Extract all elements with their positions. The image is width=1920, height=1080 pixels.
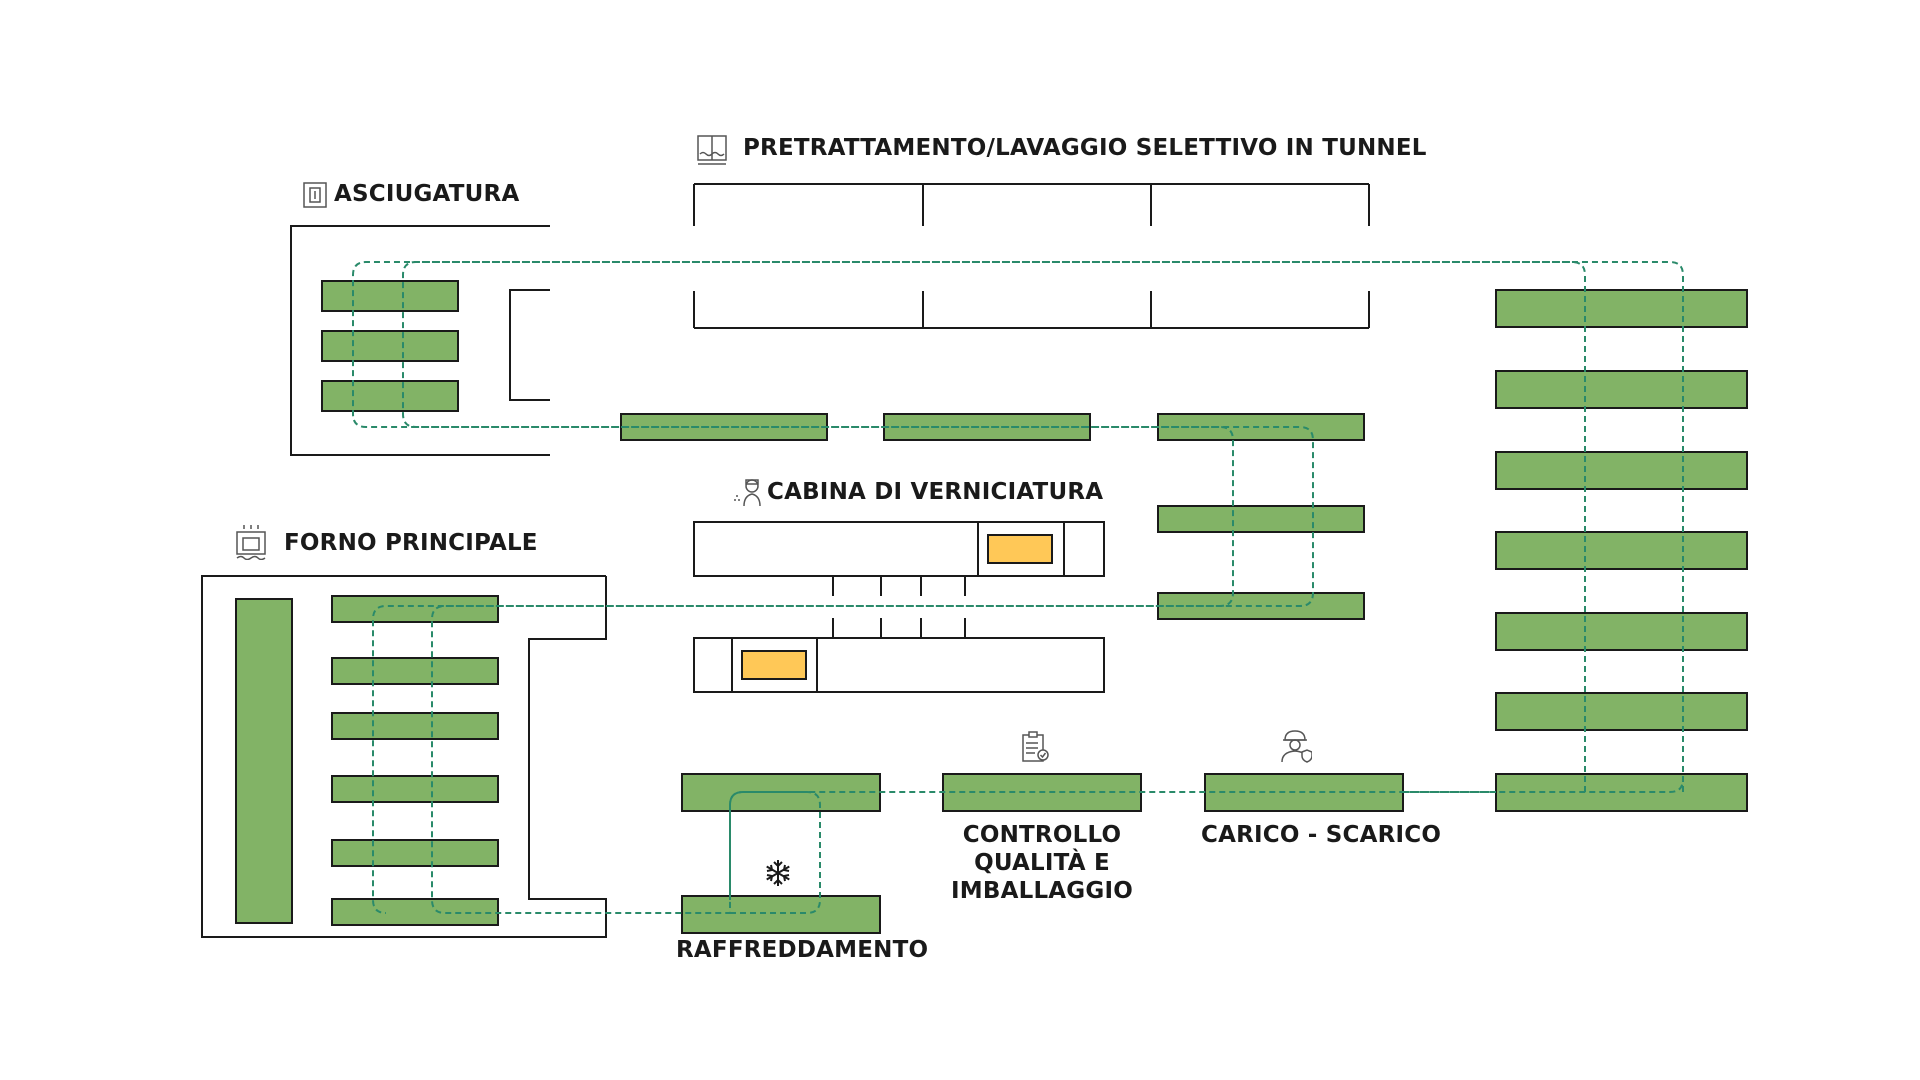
quality-control-label: CONTROLLO QUALITÀ E IMBALLAGGIO — [940, 821, 1144, 905]
conveyor-segment — [235, 598, 293, 924]
conveyor-segment — [331, 657, 499, 685]
cooling-label: RAFFREDDAMENTO — [676, 937, 929, 963]
conveyor-segment — [331, 775, 499, 803]
conveyor-segment — [331, 595, 499, 623]
painted-part — [987, 534, 1053, 564]
conveyor-segment — [1495, 370, 1748, 409]
drying-label: ASCIUGATURA — [334, 181, 520, 207]
conveyor-segment — [1495, 451, 1748, 490]
spray-painter-icon — [734, 479, 761, 507]
pretreatment-tunnel — [693, 183, 1370, 329]
conveyor-segment — [1495, 531, 1748, 570]
load-unload-label: CARICO - SCARICO — [1201, 822, 1442, 848]
conveyor-segment — [321, 380, 459, 412]
conveyor-segment — [331, 898, 499, 926]
conveyor-segment — [1495, 692, 1748, 731]
quality-control-line: IMBALLAGGIO — [951, 878, 1133, 904]
conveyor-flow-path — [352, 261, 1684, 914]
oven-icon — [236, 525, 266, 560]
conveyor-segment — [321, 280, 459, 312]
conveyor-segment — [1495, 612, 1748, 651]
conveyor-segment — [1157, 505, 1365, 533]
conveyor-segment — [681, 895, 881, 934]
conveyors — [235, 280, 1748, 934]
painting-booth-label: CABINA DI VERNICIATURA — [767, 479, 1104, 505]
tunnel-wash-icon — [697, 135, 727, 165]
conveyor-segment — [331, 839, 499, 867]
oven-enclosure — [201, 575, 607, 938]
conveyor-segment — [321, 330, 459, 362]
drying-enclosure — [290, 225, 550, 456]
quality-control-line: QUALITÀ E — [974, 850, 1110, 876]
quality-control-line: CONTROLLO — [962, 822, 1122, 848]
worker-shield-icon — [1281, 730, 1312, 763]
checklist-icon — [1022, 731, 1049, 762]
main-oven-label: FORNO PRINCIPALE — [284, 530, 538, 556]
pretreatment-label: PRETRATTAMENTO/LAVAGGIO SELETTIVO IN TUN… — [743, 135, 1427, 161]
conveyor-segment — [331, 712, 499, 740]
drying-icon — [303, 182, 327, 208]
painting-booth — [693, 521, 1105, 693]
conveyor-segment — [1495, 289, 1748, 328]
painted-part — [741, 650, 807, 680]
snowflake-icon — [766, 860, 790, 886]
